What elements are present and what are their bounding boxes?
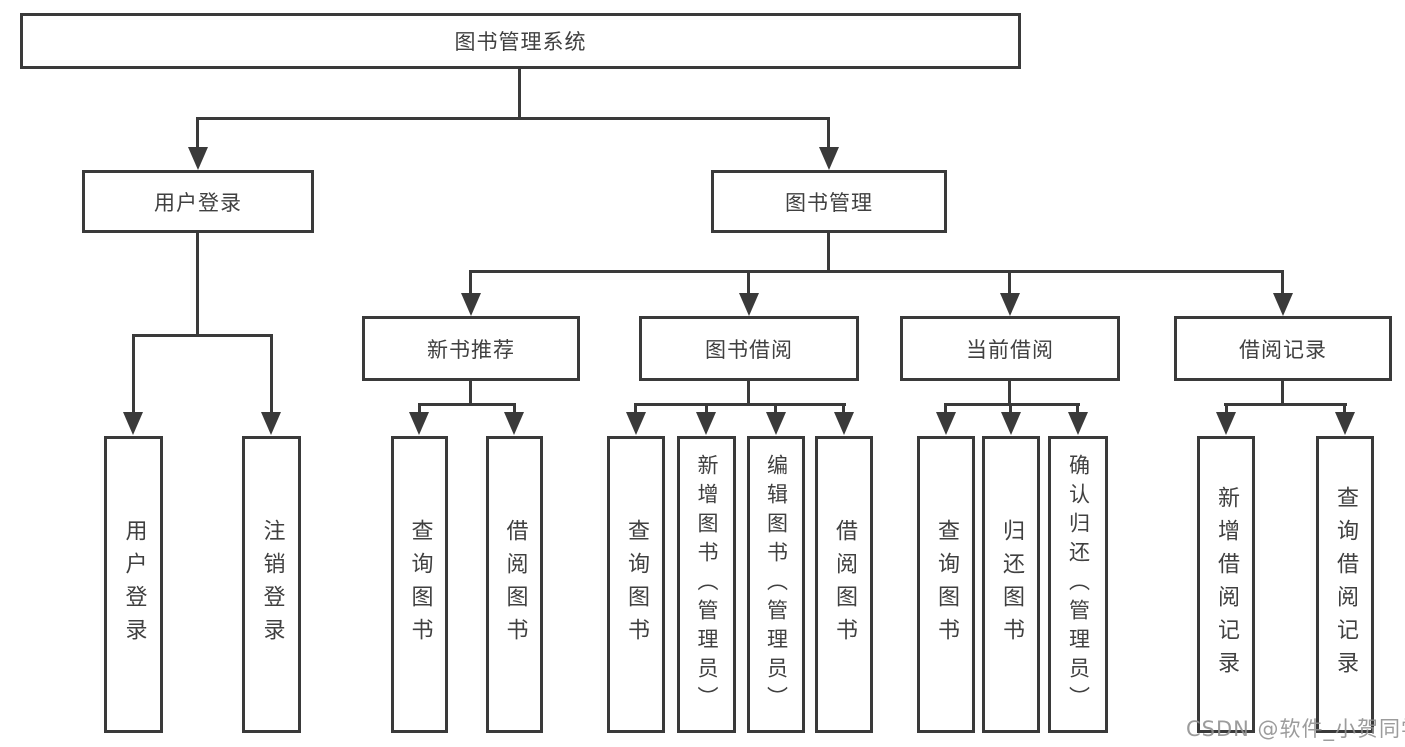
connector-line: [270, 334, 273, 414]
node-leaf-return-book: 归还图书: [982, 436, 1040, 733]
connector-line: [469, 270, 472, 296]
arrowhead-icon: [261, 412, 281, 435]
node-book-borrow-label: 图书借阅: [705, 337, 793, 362]
arrowhead-icon: [834, 412, 854, 435]
connector-line: [827, 117, 830, 150]
connector-line: [1008, 270, 1011, 296]
node-leaf-add-borrow-record: 新增借阅记录: [1197, 436, 1255, 733]
connector-line: [1225, 403, 1228, 414]
connector-line: [518, 68, 521, 119]
arrowhead-icon: [504, 412, 524, 435]
node-leaf-logout-label: 注销登录: [259, 518, 285, 651]
connector-line: [196, 117, 830, 120]
connector-line: [469, 270, 1284, 273]
node-new-book-recommend: 新书推荐: [362, 316, 580, 381]
connector-line: [196, 117, 199, 150]
connector-line: [132, 334, 273, 337]
node-leaf-borrow-book-1: 借阅图书: [486, 436, 543, 733]
arrowhead-icon: [188, 147, 208, 170]
connector-line: [827, 232, 830, 273]
node-borrow-record: 借阅记录: [1174, 316, 1392, 381]
connector-line: [747, 380, 750, 406]
arrowhead-icon: [1000, 293, 1020, 316]
node-leaf-borrow-book-2: 借阅图书: [815, 436, 873, 733]
node-leaf-add-borrow-record-label: 新增借阅记录: [1214, 485, 1239, 684]
node-leaf-add-book-admin-label: 新增图书（管理员）: [695, 454, 719, 715]
node-leaf-query-book-2: 查询图书: [607, 436, 665, 733]
arrowhead-icon: [1216, 412, 1236, 435]
node-leaf-edit-book-admin-label: 编辑图书（管理员）: [764, 454, 789, 715]
arrowhead-icon: [936, 412, 956, 435]
connector-line: [1281, 270, 1284, 296]
connector-line: [747, 270, 750, 296]
arrowhead-icon: [1335, 412, 1355, 435]
node-leaf-query-book-3: 查询图书: [917, 436, 975, 733]
node-leaf-user-login-label: 用户登录: [121, 518, 147, 651]
node-new-book-recommend-label: 新书推荐: [427, 337, 515, 362]
node-root: 图书管理系统: [20, 13, 1021, 69]
arrowhead-icon: [696, 412, 716, 435]
node-book-borrow: 图书借阅: [639, 316, 859, 381]
connector-line: [418, 403, 516, 406]
connector-line: [774, 403, 777, 414]
connector-line: [1076, 403, 1079, 414]
connector-line: [705, 403, 708, 414]
node-current-borrow-label: 当前借阅: [966, 337, 1054, 362]
connector-line: [1009, 403, 1012, 414]
arrowhead-icon: [123, 412, 143, 435]
arrowhead-icon: [409, 412, 429, 435]
node-leaf-confirm-return-admin: 确认归还（管理员）: [1048, 436, 1108, 733]
node-user-login-label: 用户登录: [154, 190, 242, 215]
node-root-label: 图书管理系统: [454, 30, 587, 54]
connector-line: [634, 403, 637, 414]
node-leaf-borrow-book-1-label: 借阅图书: [502, 518, 528, 651]
connector-line: [196, 232, 199, 336]
arrowhead-icon: [1273, 293, 1293, 316]
node-leaf-edit-book-admin: 编辑图书（管理员）: [747, 436, 805, 733]
node-leaf-user-login: 用户登录: [104, 436, 163, 733]
node-book-management: 图书管理: [711, 170, 947, 233]
connector-line: [842, 403, 845, 414]
connector-line: [1343, 403, 1346, 414]
connector-line: [513, 403, 516, 414]
node-book-management-label: 图书管理: [785, 190, 873, 215]
node-leaf-query-book-1: 查询图书: [391, 436, 448, 733]
connector-line: [418, 403, 421, 414]
arrowhead-icon: [461, 293, 481, 316]
connector-line: [634, 403, 846, 406]
node-leaf-query-book-1-label: 查询图书: [407, 518, 433, 651]
node-leaf-query-borrow-record: 查询借阅记录: [1316, 436, 1374, 733]
arrowhead-icon: [739, 293, 759, 316]
arrowhead-icon: [819, 147, 839, 170]
connector-line: [1281, 380, 1284, 406]
node-leaf-logout: 注销登录: [242, 436, 301, 733]
connector-line: [944, 403, 947, 414]
node-leaf-return-book-label: 归还图书: [999, 518, 1024, 651]
csdn-watermark: CSDN @软件_小贺同学: [1186, 717, 1405, 741]
connector-line: [944, 403, 1080, 406]
node-borrow-record-label: 借阅记录: [1239, 337, 1327, 362]
node-leaf-query-book-2-label: 查询图书: [624, 518, 649, 651]
connector-line: [1008, 380, 1011, 406]
connector-line: [132, 334, 135, 414]
node-user-login: 用户登录: [82, 170, 314, 233]
node-leaf-confirm-return-admin-label: 确认归还（管理员）: [1066, 454, 1091, 715]
node-current-borrow: 当前借阅: [900, 316, 1120, 381]
arrowhead-icon: [766, 412, 786, 435]
node-leaf-query-book-3-label: 查询图书: [934, 518, 959, 651]
arrowhead-icon: [1001, 412, 1021, 435]
connector-line: [1224, 403, 1347, 406]
node-leaf-add-book-admin: 新增图书（管理员）: [677, 436, 736, 733]
node-leaf-query-borrow-record-label: 查询借阅记录: [1333, 485, 1358, 684]
arrowhead-icon: [626, 412, 646, 435]
connector-line: [469, 380, 472, 406]
arrowhead-icon: [1068, 412, 1088, 435]
node-leaf-borrow-book-2-label: 借阅图书: [832, 518, 857, 651]
